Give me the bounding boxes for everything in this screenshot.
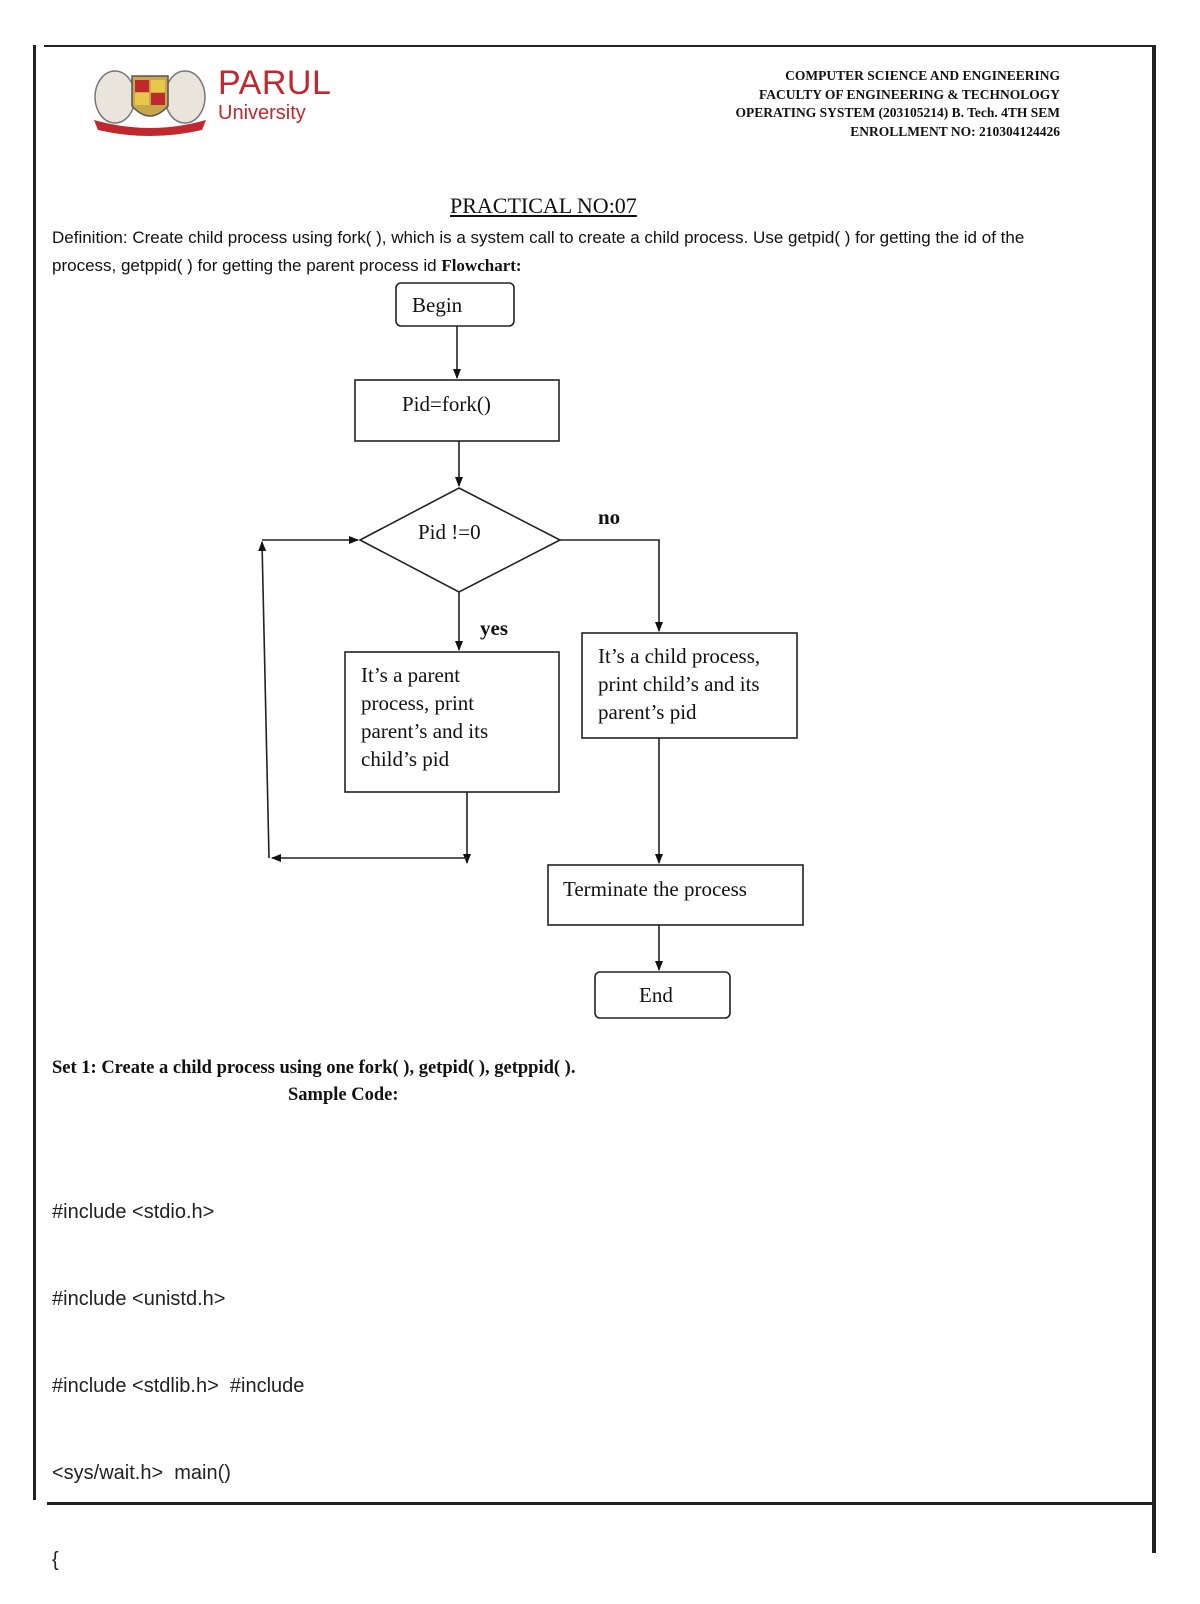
page-border-bottom xyxy=(47,1502,1154,1505)
parent-process-node xyxy=(344,651,560,793)
parent-line-2: process, print xyxy=(361,691,474,715)
begin-node xyxy=(395,282,515,327)
end-node xyxy=(594,971,731,1019)
page-title: PRACTICAL NO:07 xyxy=(450,193,637,218)
logo-name: PARUL xyxy=(218,64,332,102)
yes-label: yes xyxy=(480,616,508,640)
page-border-right xyxy=(1152,45,1156,1553)
flowchart: Begin Pid=fork() Pid !=0 no yes It’s a p… xyxy=(258,282,804,1019)
crest-icon xyxy=(94,70,206,136)
definition-paragraph: Definition: Create child process using f… xyxy=(52,224,1052,280)
parent-line-4: child’s pid xyxy=(361,747,450,771)
end-label: End xyxy=(639,983,673,1007)
enrollment-line: ENROLLMENT NO: 210304124426 xyxy=(850,123,1060,139)
logo-subtitle: University xyxy=(218,102,306,124)
faculty-line: FACULTY OF ENGINEERING & TECHNOLOGY xyxy=(758,86,1060,102)
department-line: COMPUTER SCIENCE AND ENGINEERING xyxy=(785,68,1060,83)
child-line-3: parent’s pid xyxy=(598,700,697,724)
decision-label: Pid !=0 xyxy=(418,520,481,544)
terminate-label: Terminate the process xyxy=(563,877,747,901)
child-line-2: print child’s and its xyxy=(598,672,760,696)
child-line-1: It’s a child process, xyxy=(598,644,760,668)
definition-text: Definition: Create child process using f… xyxy=(52,228,1025,275)
code-line: #include <unistd.h> xyxy=(52,1288,226,1310)
page-border-top xyxy=(44,45,1156,47)
set-heading: Set 1: Create a child process using one … xyxy=(52,1058,576,1078)
parent-line-1: It’s a parent xyxy=(361,663,460,687)
sample-code-label: Sample Code: xyxy=(288,1085,399,1105)
code-line: #include <stdio.h> xyxy=(52,1201,215,1223)
flowchart-label: Flowchart: xyxy=(441,256,522,275)
code-line: { xyxy=(52,1549,59,1571)
code-line: #include <stdlib.h> #include xyxy=(52,1375,305,1397)
parent-line-3: parent’s and its xyxy=(361,719,488,743)
child-process-node xyxy=(581,632,798,739)
terminate-node xyxy=(547,864,804,926)
course-line: OPERATING SYSTEM (203105214) B. Tech. 4T… xyxy=(735,105,1060,120)
no-label: no xyxy=(598,505,620,529)
begin-label: Begin xyxy=(412,293,463,317)
fork-node xyxy=(354,379,560,442)
code-block: #include <stdio.h> #include <unistd.h> #… xyxy=(52,1140,304,1604)
arrow-no-branch xyxy=(560,539,663,632)
code-line: <sys/wait.h> main() xyxy=(52,1462,231,1484)
fork-label: Pid=fork() xyxy=(402,392,491,416)
page-border-left xyxy=(33,45,36,1500)
university-logo: PARUL University xyxy=(90,62,340,137)
header-info: COMPUTER SCIENCE AND ENGINEERING FACULTY… xyxy=(735,67,1060,141)
arrow-loop-up xyxy=(258,541,270,859)
